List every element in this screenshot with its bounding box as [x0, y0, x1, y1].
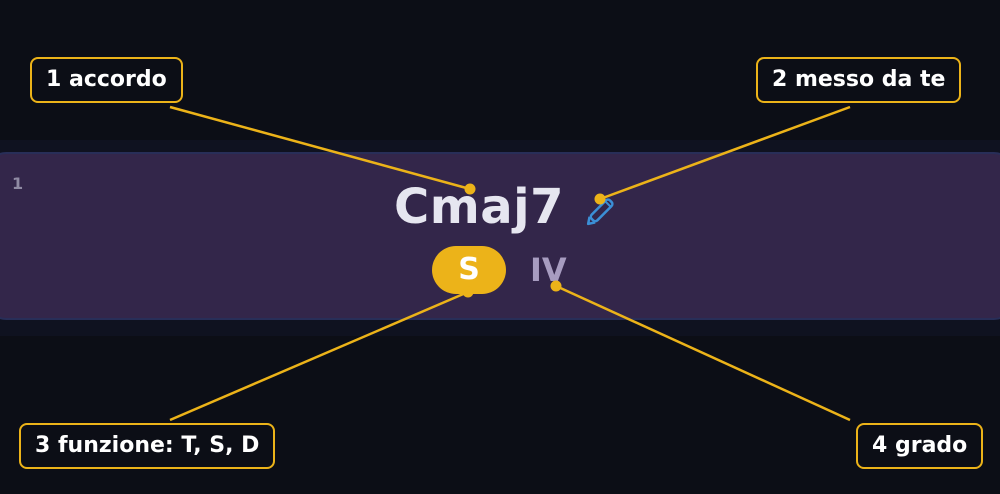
- connector-4-dot: [550, 280, 562, 292]
- chord-card[interactable]: [0, 152, 1000, 320]
- connector-3: [169, 290, 469, 422]
- callout-4: 4 grado: [856, 423, 984, 469]
- callout-1: 1 accordo: [30, 57, 183, 103]
- connector-3-dot: [462, 286, 474, 298]
- connector-1-dot: [464, 183, 476, 195]
- callout-3: 3 funzione: T, S, D: [19, 423, 276, 469]
- connector-2: [599, 105, 851, 201]
- connector-1: [169, 105, 471, 191]
- pencil-icon[interactable]: [584, 190, 622, 228]
- connector-4: [555, 284, 851, 422]
- connector-2-dot: [594, 193, 606, 205]
- chord-index: 1: [12, 174, 24, 193]
- function-badge: S: [432, 246, 506, 294]
- callout-2: 2 messo da te: [756, 57, 962, 103]
- chord-name: Cmaj7: [394, 179, 564, 235]
- degree-label: IV: [530, 251, 567, 289]
